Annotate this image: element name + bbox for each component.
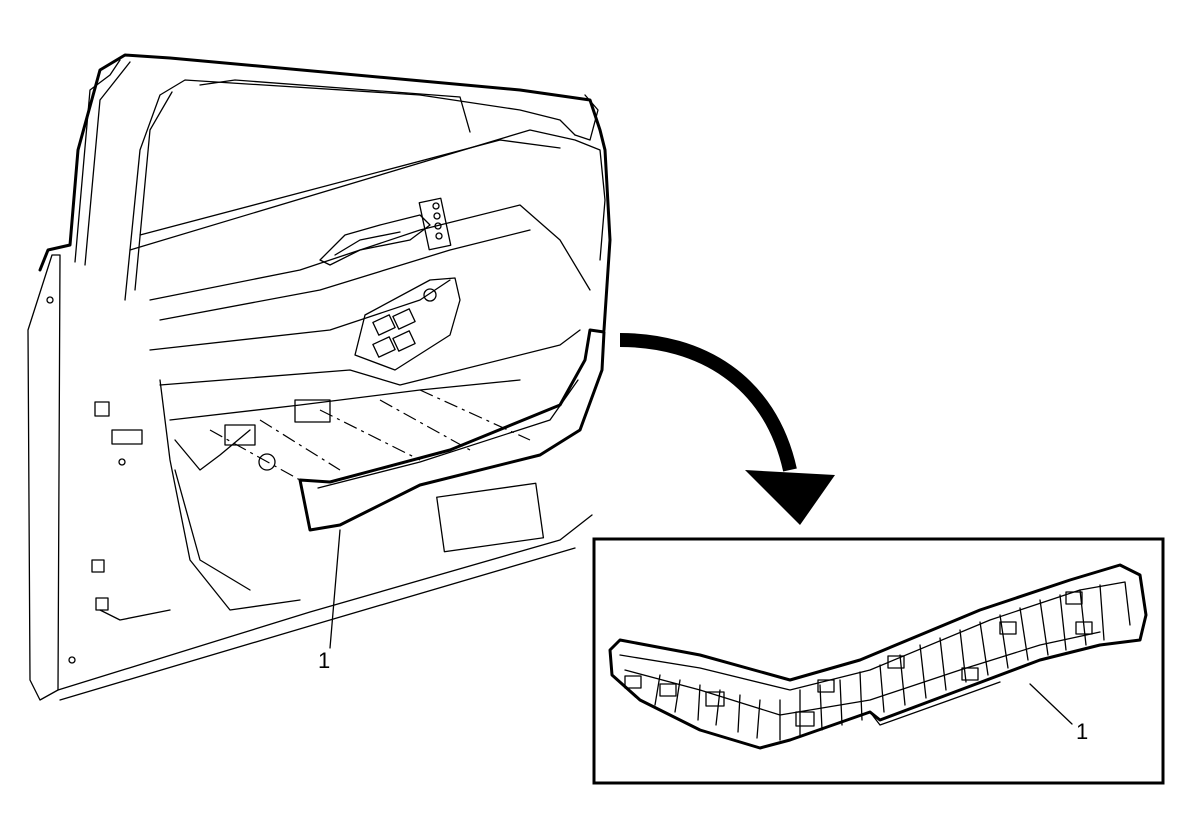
callout-label-door: 1: [318, 648, 331, 673]
arrow-icon: [619, 333, 835, 525]
door-callout-leader: [329, 529, 341, 649]
inset-trim-illustration: [608, 563, 1148, 750]
door-panel-illustration: [27, 53, 612, 701]
inset-callout-leader: [1029, 683, 1073, 725]
callout-label-inset: 1: [1076, 719, 1089, 744]
inset-frame: [592, 537, 1165, 785]
